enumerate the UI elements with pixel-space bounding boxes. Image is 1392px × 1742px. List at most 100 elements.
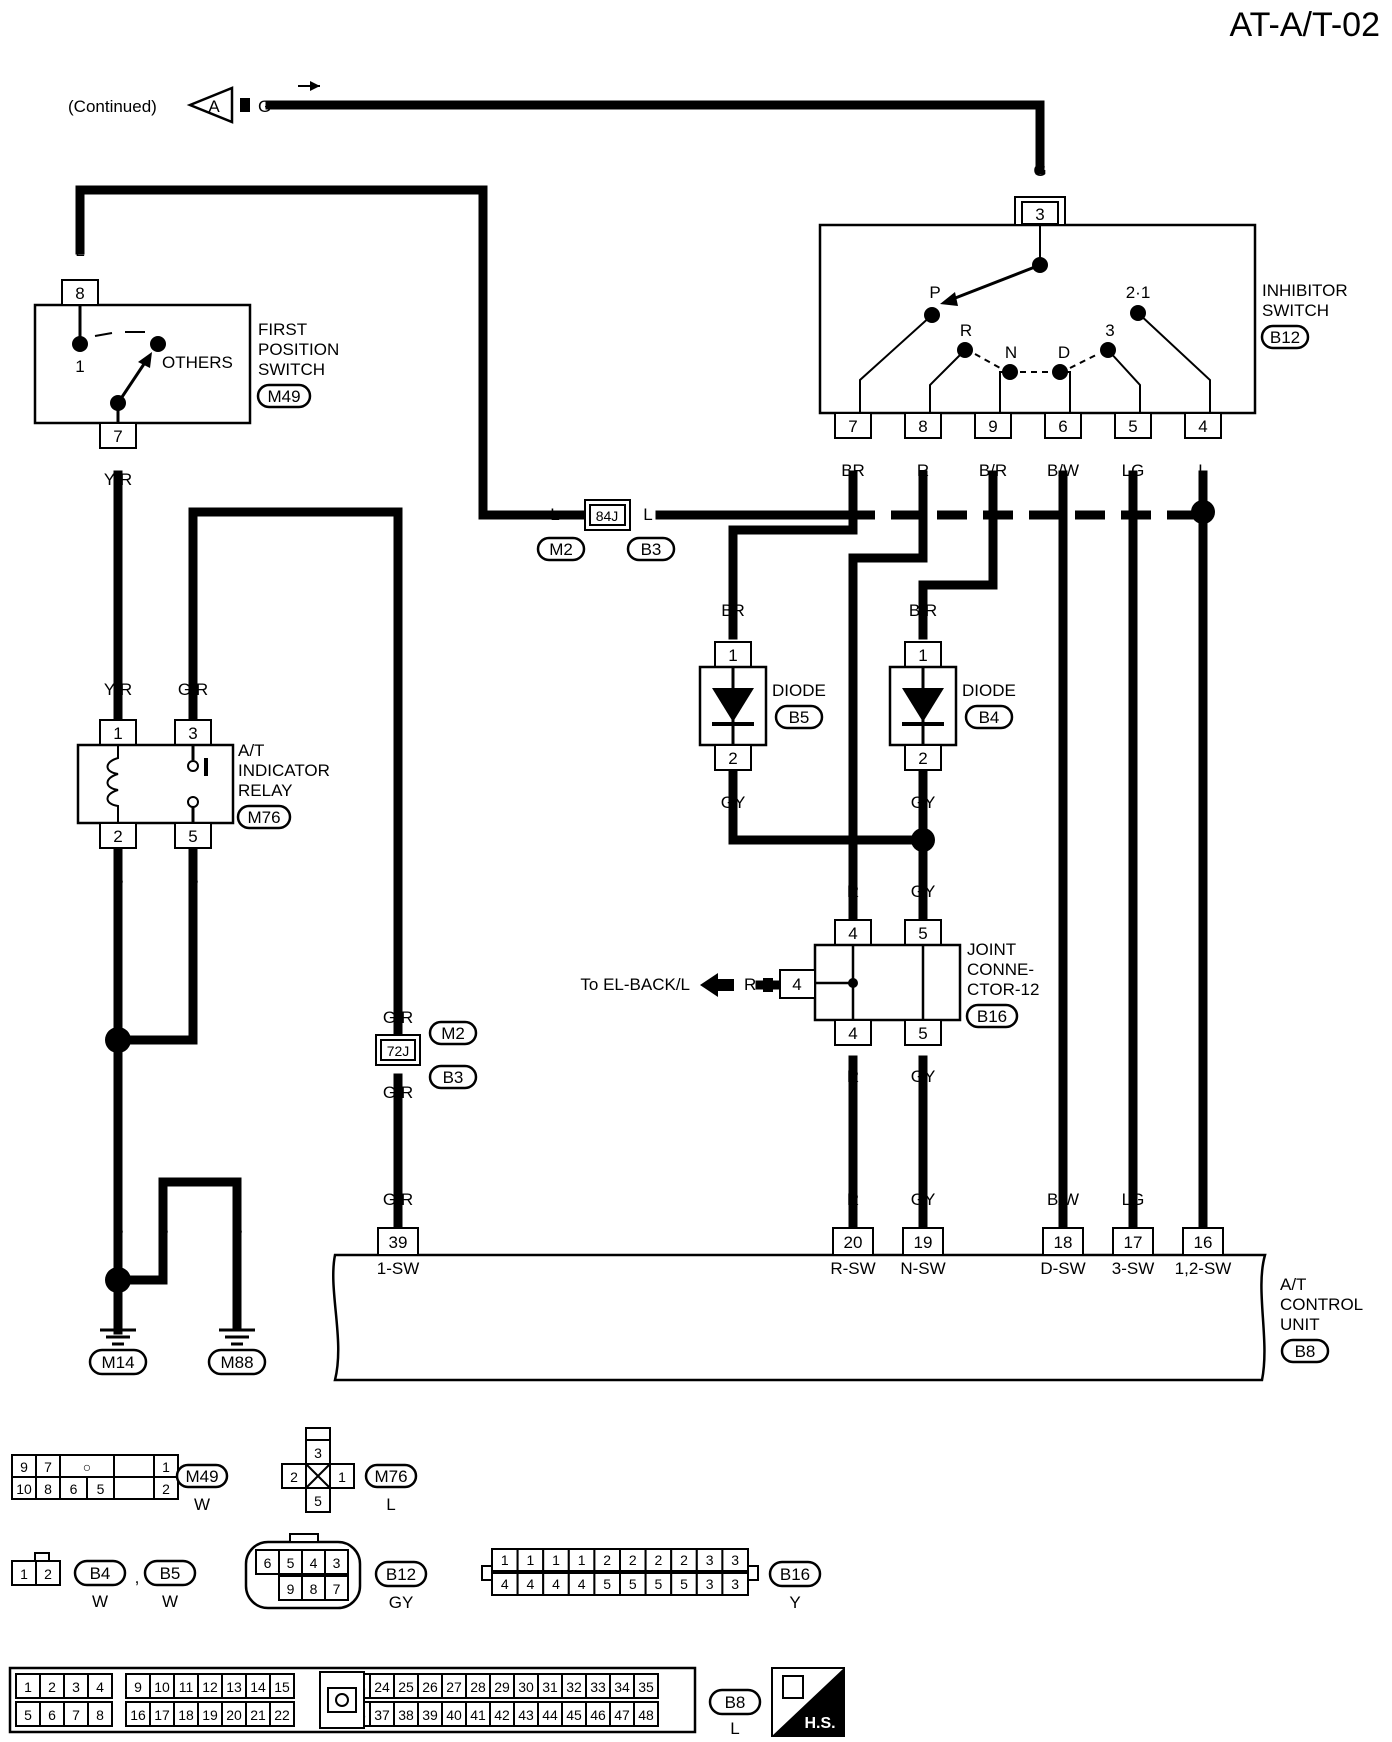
- legend-b12-pin: 7: [333, 1581, 341, 1597]
- legend-b8-pin: 24: [374, 1679, 390, 1695]
- diode-b5: BR 1 2 GY DIODE B5: [698, 601, 826, 812]
- legend-b16-pin: 4: [552, 1576, 560, 1592]
- svg-text:B/W: B/W: [1047, 1190, 1079, 1209]
- svg-text:LG: LG: [1122, 1190, 1145, 1209]
- svg-text:R: R: [744, 975, 756, 994]
- svg-text:B: B: [112, 870, 123, 889]
- svg-text:N: N: [1005, 343, 1017, 362]
- svg-text:RELAY: RELAY: [238, 781, 293, 800]
- svg-text:2: 2: [113, 827, 122, 846]
- wire-l-label-fps: L: [75, 241, 84, 260]
- svg-text:M76: M76: [374, 1467, 407, 1486]
- legend-b16-pin: 1: [527, 1552, 535, 1568]
- legend-b8-pin: 11: [179, 1679, 194, 1695]
- joint-connector-12: R GY 4 5 4 4 5 R GY JOINT CONNE- CTOR-12…: [580, 882, 1039, 1086]
- legend-b16-pin: 1: [552, 1552, 560, 1568]
- svg-text:A/T: A/T: [238, 741, 264, 760]
- svg-text:B16: B16: [977, 1007, 1007, 1026]
- legend-b8-pin: 17: [154, 1707, 170, 1723]
- svg-text:B: B: [157, 1220, 168, 1239]
- svg-text:M49: M49: [267, 387, 300, 406]
- svg-text:2: 2: [290, 1469, 298, 1485]
- svg-text:A: A: [208, 97, 220, 116]
- legend-b8-pin: 4: [96, 1679, 104, 1695]
- legend-b16-pin: 3: [731, 1576, 739, 1592]
- svg-text:BR: BR: [721, 601, 745, 620]
- svg-text:B16: B16: [780, 1565, 810, 1584]
- legend-b8-pin: 10: [154, 1679, 170, 1695]
- legend-b16-pin: 4: [501, 1576, 509, 1592]
- legend-b12-pin: 6: [264, 1555, 272, 1571]
- cu-terminal: [377, 1227, 419, 1256]
- svg-text:B/W: B/W: [1047, 461, 1079, 480]
- svg-text:DIODE: DIODE: [772, 681, 826, 700]
- legend-b8-pin: 43: [518, 1707, 534, 1723]
- svg-text:L: L: [550, 505, 559, 524]
- legend-b16-pin: 2: [603, 1552, 611, 1568]
- cu-terminal: [1112, 1227, 1154, 1256]
- svg-text:B: B: [187, 870, 198, 889]
- svg-text:BR: BR: [841, 461, 865, 480]
- legend-b16-pin: 5: [629, 1576, 637, 1592]
- legend-b16-pin: 2: [629, 1552, 637, 1568]
- svg-text:G/R: G/R: [383, 1190, 413, 1209]
- svg-text:2·1: 2·1: [1126, 283, 1151, 302]
- legend-b12-pin: 4: [310, 1555, 318, 1571]
- connector-72j: G/R 72J G/R M2 B3: [375, 1008, 478, 1102]
- svg-text:DIODE: DIODE: [962, 681, 1016, 700]
- legend-b8-pin: 7: [72, 1707, 80, 1723]
- legend-b8-pin: 3: [72, 1679, 80, 1695]
- svg-text:M2: M2: [441, 1024, 465, 1043]
- legend-m76: 3 2 1 5 M76 L: [281, 1427, 418, 1514]
- legend-b8-pin: 44: [542, 1707, 558, 1723]
- legend-b16-pin: 4: [527, 1576, 535, 1592]
- cu-terminal-pin: 20: [844, 1233, 863, 1252]
- svg-text:4: 4: [848, 924, 857, 943]
- legend-m49-pin: 8: [44, 1481, 52, 1497]
- legend-b12-pin: 9: [287, 1581, 295, 1597]
- legend-b8: 1234910111213141523242526272829303132333…: [8, 1666, 845, 1738]
- svg-text:B8: B8: [1295, 1342, 1316, 1361]
- svg-text:1: 1: [75, 357, 84, 376]
- legend-b8-pin: 40: [446, 1707, 462, 1723]
- inhibitor-switch: 3 P R N D 3 2·1 7 8: [818, 196, 1348, 480]
- cu-terminal: [902, 1227, 944, 1256]
- svg-text:W: W: [194, 1495, 210, 1514]
- hs-icon: H.S.: [771, 1667, 845, 1737]
- svg-text:GY: GY: [911, 1067, 936, 1086]
- svg-text:LG: LG: [1122, 461, 1145, 480]
- legend-b16-pin: 4: [578, 1576, 586, 1592]
- legend-b8-pin: 26: [422, 1679, 438, 1695]
- svg-text:7: 7: [113, 427, 122, 446]
- legend-b8-pin: 15: [274, 1679, 290, 1695]
- svg-text:L: L: [643, 505, 652, 524]
- svg-text:7: 7: [848, 417, 857, 436]
- legend-b8-pin: 29: [494, 1679, 510, 1695]
- legend-b8-pin: 27: [446, 1679, 462, 1695]
- svg-text:G/R: G/R: [383, 1083, 413, 1102]
- legend-b8-pin: 20: [226, 1707, 242, 1723]
- svg-text:B12: B12: [386, 1565, 416, 1584]
- legend-b8-pin: 5: [24, 1707, 32, 1723]
- svg-text:1: 1: [338, 1469, 346, 1485]
- svg-text:R: R: [847, 1190, 859, 1209]
- splices: [105, 500, 1215, 1293]
- at-indicator-relay: Y/R G/R 1 3 2 5 A/T INDICATOR RELAY M76 …: [76, 680, 330, 889]
- svg-text:B4: B4: [979, 708, 1000, 727]
- svg-text:B: B: [112, 1220, 123, 1239]
- svg-text:(Continued): (Continued): [68, 97, 157, 116]
- svg-text:GY: GY: [911, 882, 936, 901]
- svg-text:L: L: [1198, 1190, 1207, 1209]
- svg-text:W: W: [162, 1592, 178, 1611]
- svg-text:4: 4: [848, 1024, 857, 1043]
- svg-text:CTOR-12: CTOR-12: [967, 980, 1039, 999]
- svg-text:R: R: [847, 882, 859, 901]
- inhibitor-name-1: INHIBITOR: [1262, 281, 1348, 300]
- svg-text:B/R: B/R: [909, 601, 937, 620]
- svg-text:A/T: A/T: [1280, 1275, 1306, 1294]
- svg-text:2: 2: [44, 1566, 52, 1582]
- legend-m49-pin: ○: [83, 1459, 91, 1475]
- legend-b16-pin: 2: [680, 1552, 688, 1568]
